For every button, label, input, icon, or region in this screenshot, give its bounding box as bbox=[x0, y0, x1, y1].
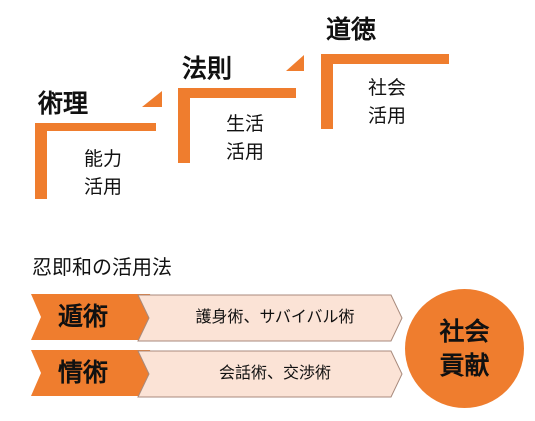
step-1-arrow bbox=[142, 91, 162, 107]
step-2-label-line2: 活用 bbox=[226, 141, 265, 163]
step-1-bracket bbox=[35, 123, 156, 199]
step-1-title: 術理 bbox=[38, 89, 89, 118]
step-2-arrow bbox=[286, 55, 304, 71]
social-contribution-circle: 社会 貢献 bbox=[405, 289, 524, 408]
step-1-label: 能力 活用 bbox=[84, 145, 122, 201]
step-3-label: 社会 活用 bbox=[368, 74, 406, 130]
row-1-chevron bbox=[31, 294, 160, 340]
circle-line-2: 貢献 bbox=[439, 350, 490, 380]
row-2-chevron bbox=[31, 350, 160, 396]
step-3-label-line1: 社会 bbox=[368, 77, 407, 99]
section-title: 忍即和の活用法 bbox=[32, 255, 172, 279]
step-3-label-line2: 活用 bbox=[368, 105, 407, 127]
step-1-label-line2: 活用 bbox=[84, 176, 123, 198]
row-1-label: 遁術 bbox=[58, 302, 109, 331]
row-2-label: 情術 bbox=[58, 358, 109, 387]
row-2-description: 会話術、交渉術 bbox=[218, 363, 331, 382]
step-2-label: 生活 活用 bbox=[226, 110, 264, 166]
step-2-bracket bbox=[178, 88, 296, 163]
step-3-bracket bbox=[321, 54, 449, 129]
row-1-bar bbox=[137, 294, 403, 342]
row-1-description: 護身術、サバイバル術 bbox=[195, 307, 355, 326]
step-2-label-line1: 生活 bbox=[226, 113, 265, 135]
step-1-label-line1: 能力 bbox=[84, 148, 123, 170]
step-2-title: 法則 bbox=[182, 54, 233, 83]
circle-line-1: 社会 bbox=[439, 316, 490, 346]
step-3-title: 道徳 bbox=[326, 15, 377, 44]
row-2-bar bbox=[137, 350, 403, 398]
